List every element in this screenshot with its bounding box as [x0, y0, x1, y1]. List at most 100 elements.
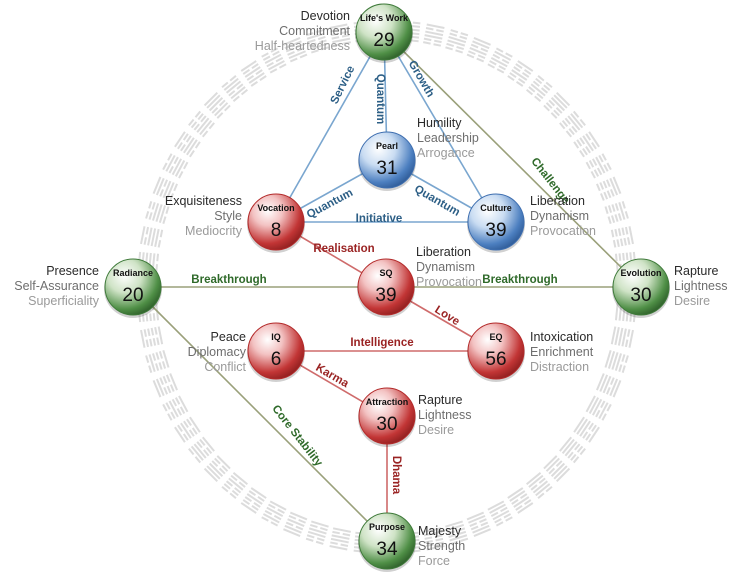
hexagram-glyph — [162, 153, 189, 179]
sphere-label: Vocation — [257, 203, 294, 213]
hexagram-glyph — [305, 520, 329, 545]
shadow-text: Arrogance — [417, 146, 475, 160]
hexagram-glyph — [174, 131, 201, 158]
sphere-label: IQ — [271, 332, 281, 342]
connection-label-realisation: Realisation — [313, 243, 374, 255]
shadow-text: Superficiality — [28, 294, 100, 308]
hexagram-glyph — [487, 47, 513, 74]
sphere-label: Life's Work — [360, 13, 409, 23]
sphere-label: Attraction — [366, 397, 409, 407]
gift-text: Dynamism — [416, 260, 475, 274]
hexagram-glyph — [162, 395, 189, 421]
hexagram-glyph — [573, 131, 600, 158]
line-lifes-work-evolution — [383, 31, 642, 288]
sphere-ball — [247, 193, 305, 251]
gift-text: Self-Assurance — [14, 279, 99, 293]
hexagram-glyph — [445, 520, 469, 545]
sphere-label: Evolution — [621, 268, 662, 278]
siddhi-text: Intoxication — [530, 330, 593, 344]
hexagram-glyph — [585, 395, 612, 421]
sphere-ball — [467, 193, 525, 251]
hexagram-glyph — [240, 60, 267, 87]
siddhi-text: Presence — [46, 264, 99, 278]
hexagram-glyph — [283, 511, 308, 537]
siddhi-text: Liberation — [530, 194, 585, 208]
sphere-label: Purpose — [369, 522, 405, 532]
hexagram-glyph — [174, 416, 201, 443]
gate-number: 30 — [376, 414, 397, 435]
hexagram-glyph — [466, 511, 491, 537]
sphere-iq: IQ 6 — [247, 322, 305, 382]
hexagram-glyph — [445, 29, 469, 54]
shadow-text: Distraction — [530, 360, 589, 374]
siddhi-text: Rapture — [674, 264, 719, 278]
connection-label-intelligence: Intelligence — [350, 337, 413, 349]
connection-label-breakthrough: Breakthrough — [191, 274, 266, 286]
gate-number: 8 — [271, 220, 282, 241]
sphere-ball — [247, 322, 305, 380]
gate-number: 31 — [376, 158, 397, 179]
hexagram-glyph — [525, 472, 553, 499]
hexagram-glyph — [559, 110, 586, 138]
shadow-text: Provocation — [416, 275, 482, 289]
sphere-ball — [355, 3, 413, 61]
shadow-text: Desire — [418, 423, 454, 437]
siddhi-text: Exquisiteness — [165, 194, 242, 208]
gift-text: Dynamism — [530, 209, 589, 223]
sphere-ball — [358, 131, 416, 189]
shadow-text: Mediocrity — [185, 224, 243, 238]
connection-label-core-stability: Core Stability — [269, 403, 324, 469]
gate-number: 34 — [376, 539, 398, 560]
gate-number: 20 — [122, 285, 143, 306]
hexagram-glyph — [610, 326, 634, 348]
hexagram-glyph — [585, 153, 612, 179]
shadow-text: Provocation — [530, 224, 596, 238]
gate-number: 30 — [630, 285, 651, 306]
hexagram-glyph — [507, 60, 534, 87]
sphere-ball — [357, 258, 415, 316]
gift-text: Enrichment — [530, 345, 594, 359]
siddhi-text: Humility — [417, 116, 462, 130]
hexagram-glyph — [203, 455, 231, 483]
hexagram-glyph — [283, 37, 308, 63]
connection-label-quantum: Quantum — [374, 74, 386, 124]
hexagram-glyph — [152, 176, 178, 201]
connection-label-love: Love — [432, 304, 461, 328]
sphere-attraction: Attraction 30 — [358, 387, 416, 447]
siddhi-text: Peace — [211, 330, 246, 344]
hexagram-glyph — [525, 75, 553, 102]
gate-number: 29 — [373, 30, 394, 51]
gate-number: 39 — [485, 220, 506, 241]
siddhi-text: Rapture — [418, 393, 463, 407]
sphere-ball — [104, 258, 162, 316]
hexagram-glyph — [487, 500, 513, 527]
hexagram-glyph — [188, 110, 215, 138]
sphere-label: Pearl — [376, 141, 398, 151]
hexagram-glyph — [152, 373, 178, 398]
gift-text: Strength — [418, 539, 465, 553]
connection-label-initiative: Initiative — [356, 213, 403, 225]
line-radiance-purpose — [132, 286, 388, 542]
hexagram-glyph — [203, 91, 231, 119]
hexagram-glyph — [145, 200, 170, 225]
gift-text: Lightness — [674, 279, 728, 293]
sphere-lifes-work: Life's Work 29 — [355, 3, 413, 63]
sphere-label: EQ — [489, 332, 502, 342]
sphere-purpose: Purpose 34 — [358, 512, 416, 572]
hexagram-glyph — [240, 487, 267, 514]
hexagram-glyph — [543, 455, 571, 483]
shadow-text: Half-heartedness — [255, 39, 350, 53]
hexagram-glyph — [261, 47, 287, 74]
hexagram-glyph — [573, 416, 600, 443]
gate-number: 6 — [271, 349, 282, 370]
hexagram-glyph — [466, 37, 491, 63]
hexagram-glyph — [329, 23, 351, 47]
shadow-text: Force — [418, 554, 450, 568]
sphere-label: SQ — [379, 268, 392, 278]
